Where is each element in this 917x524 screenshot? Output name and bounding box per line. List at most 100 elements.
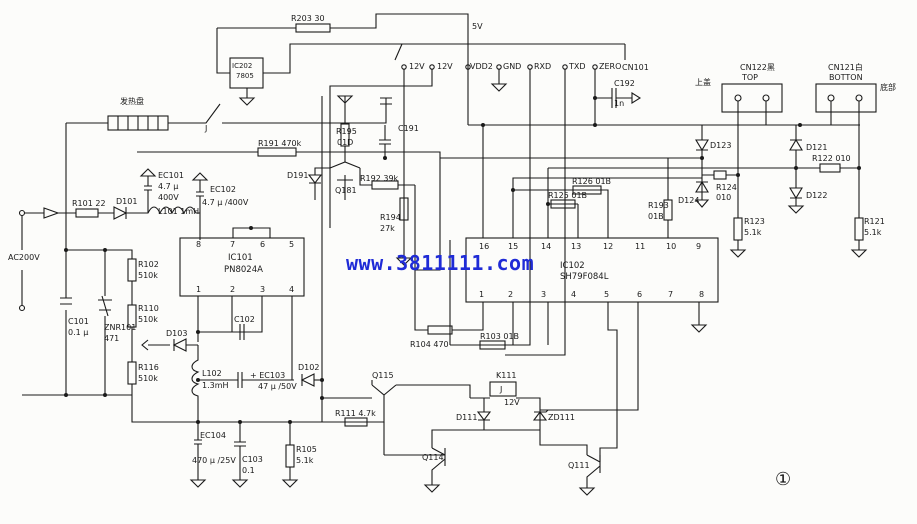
svg-text:14: 14: [541, 242, 551, 251]
svg-text:SH79F084L: SH79F084L: [560, 272, 609, 282]
diode-d191: [307, 174, 323, 184]
label-r203: R203 30: [291, 14, 325, 23]
svg-text:010: 010: [716, 193, 731, 202]
capacitor-ec104: [194, 422, 202, 480]
svg-text:C191: C191: [398, 124, 419, 133]
svg-text:IC102: IC102: [560, 261, 585, 271]
svg-text:CN122黑: CN122黑: [740, 63, 775, 72]
svg-text:4.7 μ: 4.7 μ: [158, 182, 178, 191]
ic101-regulator: IC101 PN8024A 8 7 6 5 1 2 3 4 C102: [179, 226, 305, 380]
svg-text:1.3mH: 1.3mH: [202, 381, 229, 390]
svg-text:K111: K111: [496, 371, 517, 380]
bottom-rail: EC104 470 μ /25V C103 0.1 R105 5.1k: [189, 420, 317, 488]
svg-text:R110: R110: [138, 304, 159, 313]
svg-text:01D: 01D: [337, 138, 353, 147]
ground-icon: [281, 479, 299, 488]
resistor-r203: [295, 23, 331, 33]
svg-text:1: 1: [479, 290, 484, 299]
connector-cn122: CN122黑 TOP 上盖: [695, 63, 783, 218]
inductor-l102: [191, 345, 200, 422]
svg-text:6: 6: [637, 290, 642, 299]
diode-d103: [172, 338, 187, 352]
svg-text:PN8024A: PN8024A: [224, 265, 263, 275]
fuse-arrow-icon: [43, 207, 60, 219]
svg-text:9: 9: [696, 242, 701, 251]
resistor-r192: [371, 180, 399, 190]
svg-text:16: 16: [479, 242, 489, 251]
svg-text:C101: C101: [68, 317, 89, 326]
diode-d122: [789, 187, 803, 200]
diode-d101: [113, 206, 128, 220]
svg-text:01B: 01B: [648, 212, 664, 221]
capacitor-c102: [232, 324, 262, 340]
svg-text:5.1k: 5.1k: [296, 456, 314, 465]
relay-section: Q115 K111 J 12V D111 ZD111 R111 4.7k Q11…: [335, 371, 601, 496]
svg-text:L102: L102: [202, 369, 222, 378]
svg-text:D191: D191: [287, 171, 308, 180]
svg-text:发热盘: 发热盘: [120, 96, 144, 106]
watermark-text: www.3811111.com: [346, 251, 534, 275]
svg-text:ZNR101: ZNR101: [104, 323, 136, 332]
ground-icon: [690, 324, 708, 333]
svg-text:4: 4: [289, 285, 294, 294]
svg-text:Q111: Q111: [568, 461, 590, 470]
svg-text:C102: C102: [234, 315, 255, 324]
svg-text:D122: D122: [806, 191, 827, 200]
svg-text:ZD111: ZD111: [548, 413, 575, 422]
resistor-r101: [75, 208, 99, 218]
ground-icon: [336, 95, 354, 104]
svg-text:12V: 12V: [437, 62, 453, 71]
svg-text:2: 2: [230, 285, 235, 294]
ground-icon: [787, 205, 805, 214]
svg-text:D101: D101: [116, 197, 137, 206]
svg-text:R111 4.7k: R111 4.7k: [335, 409, 376, 418]
relay-k111-coil: [489, 381, 517, 397]
svg-text:TOP: TOP: [741, 73, 758, 82]
svg-text:EC104: EC104: [200, 431, 226, 440]
ground-icon: [231, 479, 249, 488]
resistor-r123: [733, 217, 743, 241]
svg-text:R104 470: R104 470: [410, 340, 449, 349]
ground-icon: [238, 97, 256, 106]
capacitor-c101: [60, 297, 72, 305]
svg-text:R193: R193: [648, 201, 669, 210]
resistor-r104: [427, 325, 453, 335]
svg-text:12V: 12V: [409, 62, 425, 71]
svg-text:2: 2: [508, 290, 513, 299]
svg-text:D102: D102: [298, 363, 319, 372]
svg-text:R122 010: R122 010: [812, 154, 851, 163]
svg-text:3: 3: [541, 290, 546, 299]
zero-cross-section: R195 01D C191 Q181 R192 39k D191 R191 47…: [137, 95, 519, 350]
svg-text:1: 1: [196, 285, 201, 294]
svg-text:R101 22: R101 22: [72, 199, 106, 208]
svg-text:47 μ /50V: 47 μ /50V: [258, 382, 297, 391]
transistor-q114: [431, 447, 446, 485]
svg-text:0.1 μ: 0.1 μ: [68, 328, 88, 337]
transistor-q111: [586, 454, 601, 488]
svg-text:27k: 27k: [380, 224, 395, 233]
svg-text:15: 15: [508, 242, 518, 251]
inductor-l101: [126, 206, 200, 215]
svg-text:400V: 400V: [158, 193, 179, 202]
svg-text:Q115: Q115: [372, 371, 394, 380]
buck-output-section: D103 L102 1.3mH + EC103 47 μ /50V D102: [141, 96, 372, 422]
page-marker: ①: [775, 469, 791, 490]
resistor-r122: [819, 163, 841, 173]
svg-text:TXD: TXD: [568, 62, 586, 71]
capacitor-c103: [234, 422, 246, 480]
svg-text:5.1k: 5.1k: [744, 228, 762, 237]
svg-text:CN101: CN101: [622, 63, 649, 72]
diode-d111: [476, 411, 492, 421]
svg-text:R194: R194: [380, 213, 401, 222]
svg-text:D124: D124: [678, 196, 699, 205]
capacitor-ec103: [237, 372, 243, 388]
svg-text:D111: D111: [456, 413, 477, 422]
svg-text:D103: D103: [166, 329, 187, 338]
svg-text:8: 8: [699, 290, 704, 299]
svg-text:8: 8: [196, 240, 201, 249]
top-sensor-network: D123 D124 R124 010 R123 5.1k: [440, 125, 765, 258]
svg-text:R103 01B: R103 01B: [480, 332, 519, 341]
varistor-znr101: [98, 250, 112, 395]
connector-cn101: 12V 12V VDD2 GND RXD TXD ZERO CN101: [329, 43, 860, 356]
